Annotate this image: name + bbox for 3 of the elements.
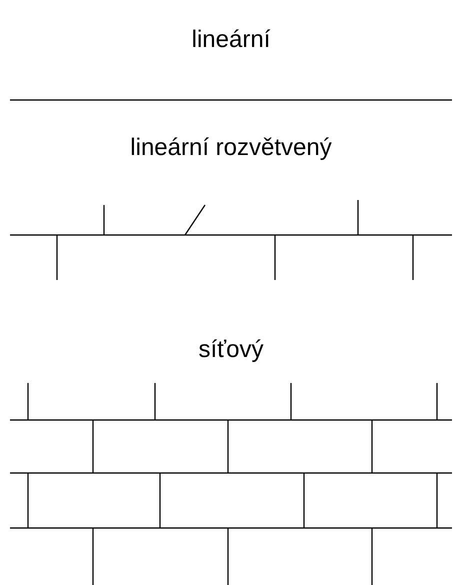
heading: síťový: [198, 336, 264, 363]
heading: lineární rozvětvený: [130, 134, 332, 161]
heading: lineární: [192, 26, 270, 53]
